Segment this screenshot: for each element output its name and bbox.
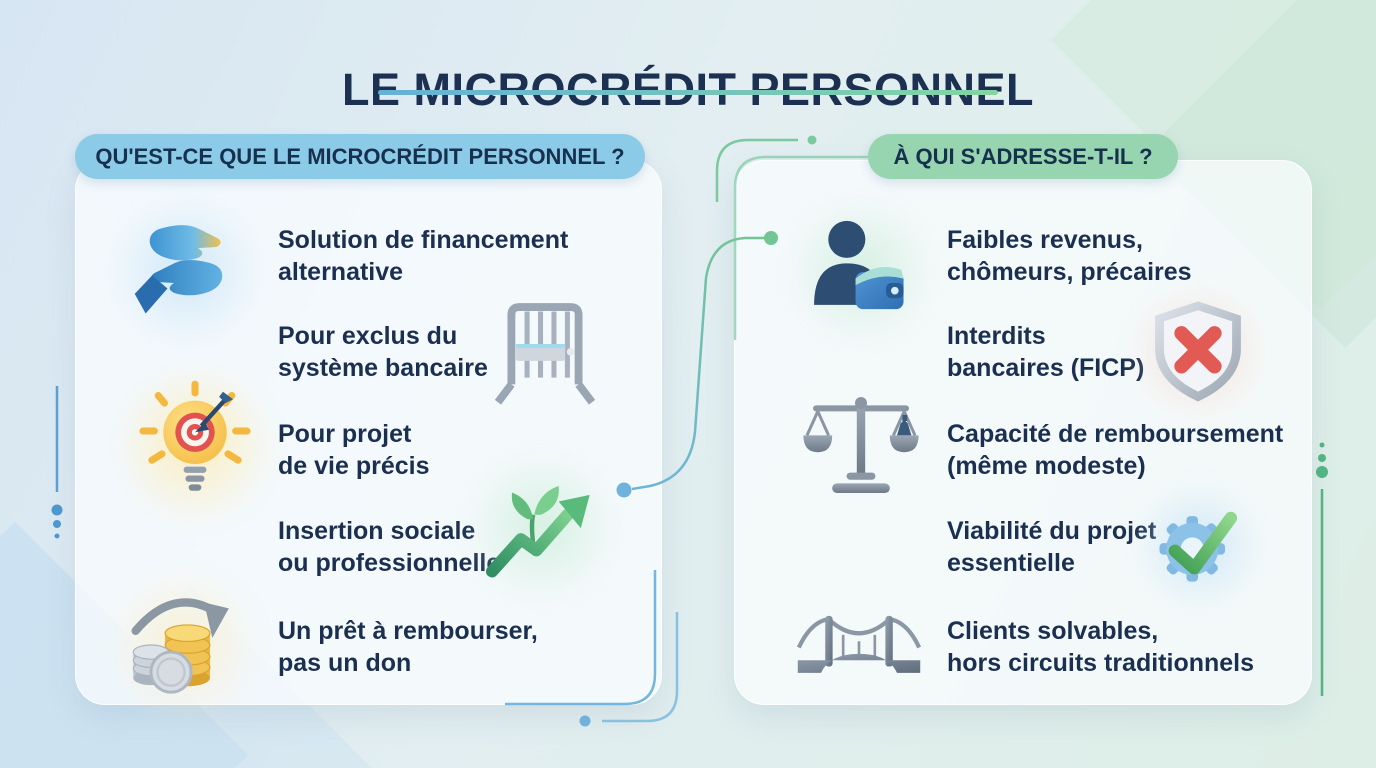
left-panel: Solution de financement alternative Pour… — [75, 160, 662, 721]
right-item-4-text: Viabilité du projet essentielle — [947, 517, 1157, 577]
bank-gate-icon — [489, 297, 601, 409]
gear-check-icon — [1129, 478, 1269, 614]
person-wallet-icon — [784, 194, 938, 348]
left-item-3-text: Pour projet de vie précis — [278, 420, 430, 480]
connector-dot-blue-bottom — [579, 715, 591, 727]
giving-hands-icon — [109, 194, 263, 348]
idea-target-bulb-icon — [113, 360, 277, 530]
right-panel: Faibles revenus, chômeurs, précaires Int… — [734, 160, 1312, 705]
bridge-icon — [789, 599, 929, 694]
right-item-5-text: Clients solvables, hors circuits traditi… — [947, 617, 1255, 677]
connector-dot-small-green — [807, 135, 817, 145]
right-panel-header-label: À QUI S'ADRESSE-T-IL ? — [893, 143, 1153, 169]
right-item-2-text: Interdits bancaires (FICP) — [947, 322, 1145, 382]
left-item-5-text: Un prêt à rembourser, pas un don — [278, 617, 538, 677]
balance-scales-icon — [801, 384, 921, 506]
right-item-3-text: Capacité de remboursement (même modeste) — [947, 420, 1284, 480]
shield-cross-icon — [1127, 281, 1269, 423]
title-underline — [378, 90, 998, 95]
growth-sprout-arrow-icon — [461, 448, 623, 606]
left-item-1-text: Solution de financement alternative — [278, 226, 569, 286]
right-panel-header: À QUI S'ADRESSE-T-IL ? — [868, 134, 1178, 179]
right-item-1-text: Faibles revenus, chômeurs, précaires — [947, 226, 1192, 286]
coins-repayment-arrow-icon — [100, 569, 268, 721]
left-panel-header-label: QU'EST-CE QUE LE MICROCRÉDIT PERSONNEL ? — [95, 143, 625, 169]
left-item-2-text: Pour exclus du système bancaire — [278, 322, 488, 382]
left-panel-header: QU'EST-CE QUE LE MICROCRÉDIT PERSONNEL ? — [75, 134, 645, 179]
page-title: LE MICROCRÉDIT PERSONNEL — [341, 64, 1035, 116]
